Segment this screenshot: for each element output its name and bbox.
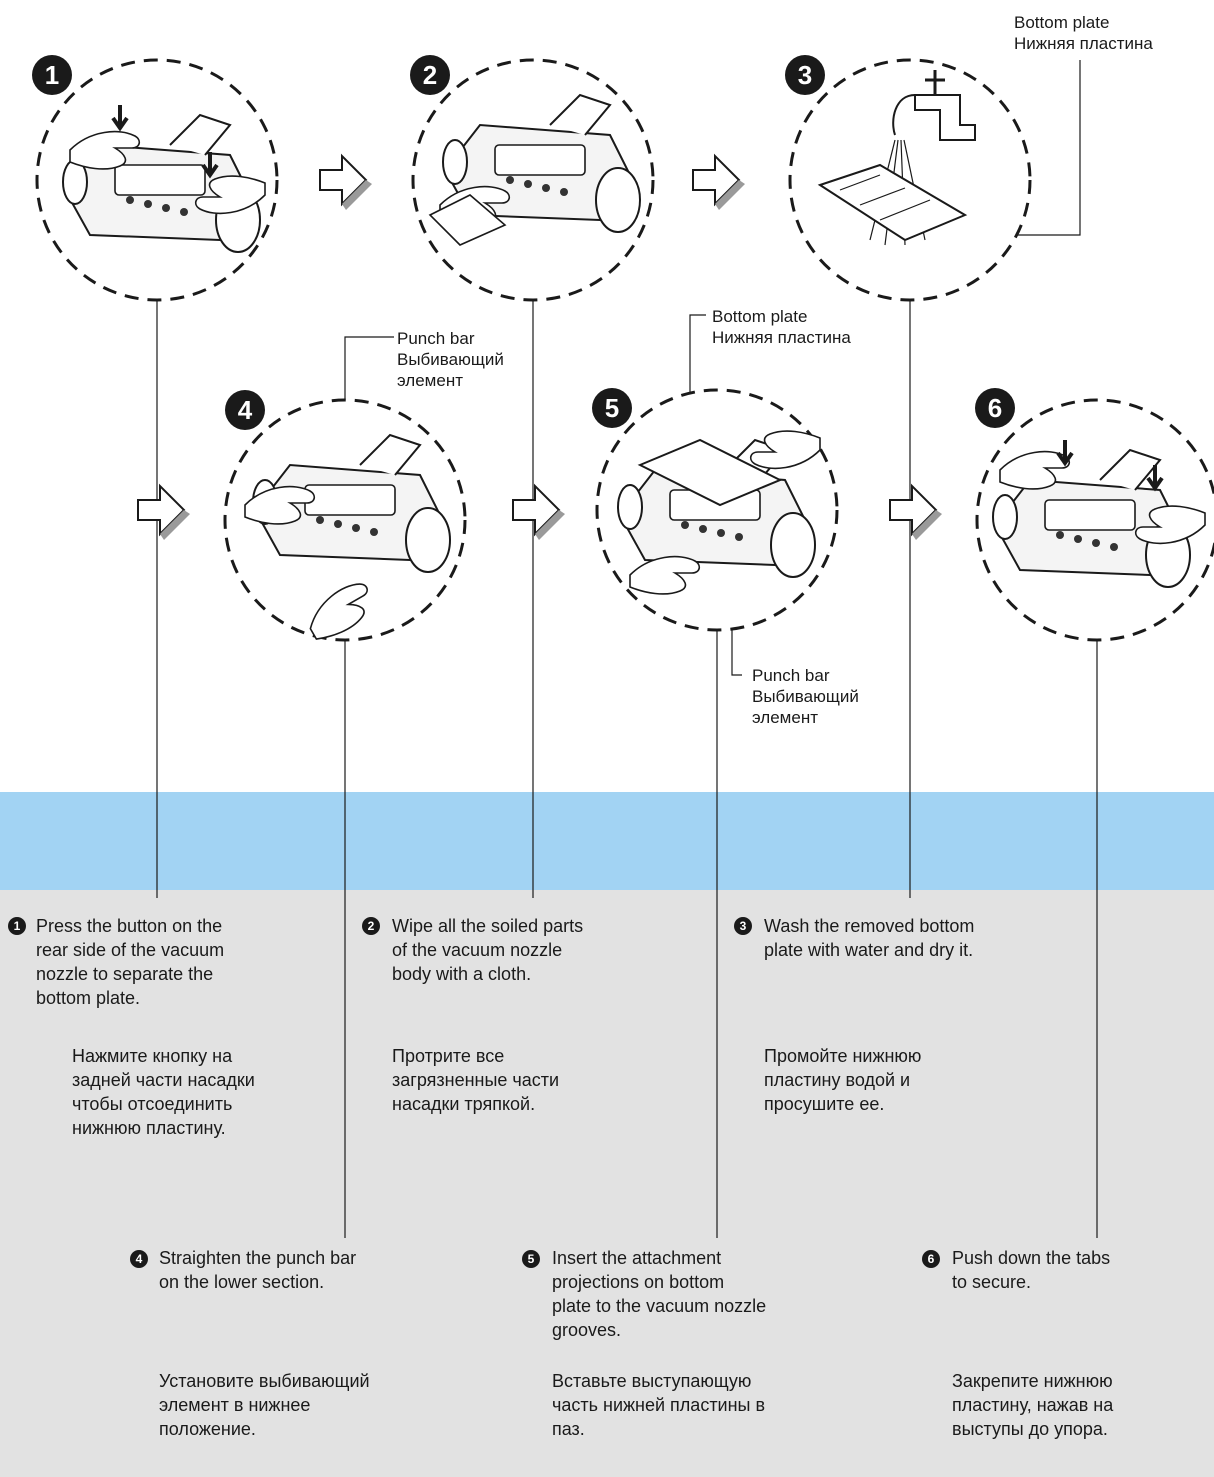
step-1-text-en: Press the button on the rear side of the… [36, 916, 225, 1008]
label-bottom-plate-5-ru: Нижняя пластина [712, 328, 851, 347]
step-badge-3 [785, 55, 825, 95]
step-6-text-ru: Закрепите нижнюю пластину, нажав на выст… [952, 1371, 1114, 1439]
step-badge-6 [975, 388, 1015, 428]
step-6-bullet: 6 [922, 1250, 940, 1268]
step-3-illustration [788, 58, 1032, 302]
step-1-text-ru: Нажмите кнопку на задней части насадки ч… [72, 1046, 255, 1138]
flow-arrow-1-2 [319, 155, 373, 211]
step-badge-5-num: 5 [605, 393, 619, 423]
step-4-bullet: 4 [130, 1250, 148, 1268]
label-punch-bar-5-ru: Выбивающий элемент [752, 687, 859, 727]
step-badge-2-num: 2 [423, 60, 437, 90]
step-badge-5 [592, 388, 632, 428]
step-badge-4-num: 4 [238, 395, 253, 425]
step-5-text-ru: Вставьте выступающую часть нижней пласти… [552, 1371, 766, 1439]
step-6-illustration [975, 398, 1214, 642]
step-3-text-ru: Промойте нижнюю пластину водой и просуши… [764, 1046, 922, 1114]
step-badge-4 [225, 390, 265, 430]
instructions-panel [0, 890, 1214, 1477]
step-badge-6-num: 6 [988, 393, 1002, 423]
step-4-text-ru: Установите выбивающий элемент в нижнее п… [159, 1371, 370, 1439]
step-6-text-en: Push down the tabs to secure. [952, 1248, 1111, 1292]
step-3-text-en: Wash the removed bottom plate with water… [764, 916, 975, 960]
step-1-illustration [35, 58, 279, 302]
step-1-bullet: 1 [8, 917, 26, 935]
step-4-text-en: Straighten the punch bar on the lower se… [159, 1248, 357, 1292]
step-badge-1-num: 1 [45, 60, 59, 90]
step-5-illustration [595, 388, 839, 632]
step-badge-1 [32, 55, 72, 95]
step-badge-2 [410, 55, 450, 95]
step-5-text-en: Insert the attachment projections on bot… [552, 1248, 767, 1340]
flow-arrow-5-6 [889, 485, 943, 541]
blue-band [0, 792, 1214, 890]
step-5-bullet: 5 [522, 1250, 540, 1268]
step-4-illustration [223, 398, 467, 646]
step-badge-3-num: 3 [798, 60, 812, 90]
label-bottom-plate-5-en: Bottom plate [712, 307, 808, 326]
step-2-text-en: Wipe all the soiled parts of the vacuum … [392, 916, 584, 984]
label-bottom-plate-en: Bottom plate [1014, 13, 1110, 32]
flow-arrow-3-4 [137, 485, 191, 541]
label-punch-bar-5-en: Punch bar [752, 666, 830, 685]
label-bottom-plate-ru: Нижняя пластина [1014, 34, 1153, 53]
flow-arrow-4-5 [512, 485, 566, 541]
step-2-bullet: 2 [362, 917, 380, 935]
label-punch-bar-4-ru: Выбивающий элемент [397, 350, 504, 390]
step-2-text-ru: Протрите все загрязненные части насадки … [392, 1046, 560, 1114]
label-punch-bar-4-en: Punch bar [397, 329, 475, 348]
step-3-bullet: 3 [734, 917, 752, 935]
flow-arrow-2-3 [692, 155, 746, 211]
step-2-illustration [411, 58, 655, 302]
